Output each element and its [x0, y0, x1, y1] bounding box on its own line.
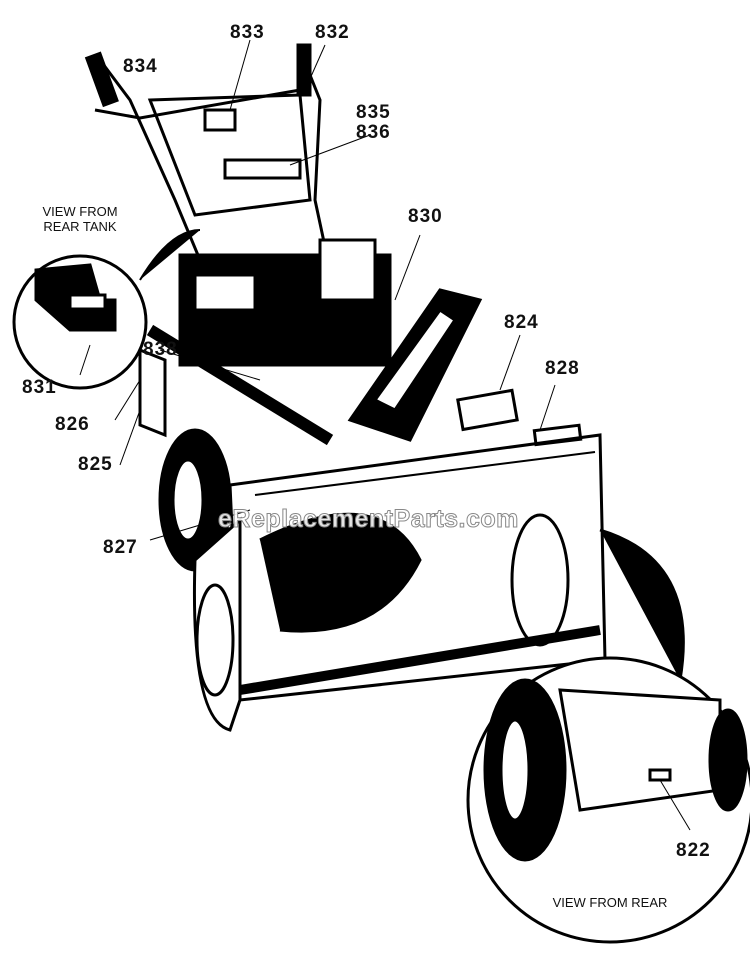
left-handle [98, 59, 202, 261]
callout-833: 833 [230, 22, 265, 43]
rear-tank-caption: VIEW FROM REAR TANK [30, 204, 130, 234]
callout-834: 834 [123, 56, 158, 77]
callout-830: 830 [408, 206, 443, 227]
callout-831: 831 [22, 377, 57, 398]
callout-828: 828 [545, 358, 580, 379]
callout-827: 827 [103, 537, 138, 558]
watermark: eReplacementParts.com [218, 505, 519, 534]
callout-825: 825 [78, 454, 113, 475]
callout-835: 835 [356, 102, 391, 123]
callout-822: 822 [676, 840, 711, 861]
control-panel [147, 93, 312, 217]
callout-826: 826 [55, 414, 90, 435]
caption-line-2: REAR TANK [43, 219, 117, 234]
caption-line-1: VIEW FROM [42, 204, 118, 219]
callout-832: 832 [315, 22, 350, 43]
callout-836: 836 [356, 122, 391, 143]
callout-838: 838 [143, 339, 178, 360]
callout-824: 824 [504, 312, 539, 333]
rear-view-caption: VIEW FROM REAR [552, 895, 668, 910]
